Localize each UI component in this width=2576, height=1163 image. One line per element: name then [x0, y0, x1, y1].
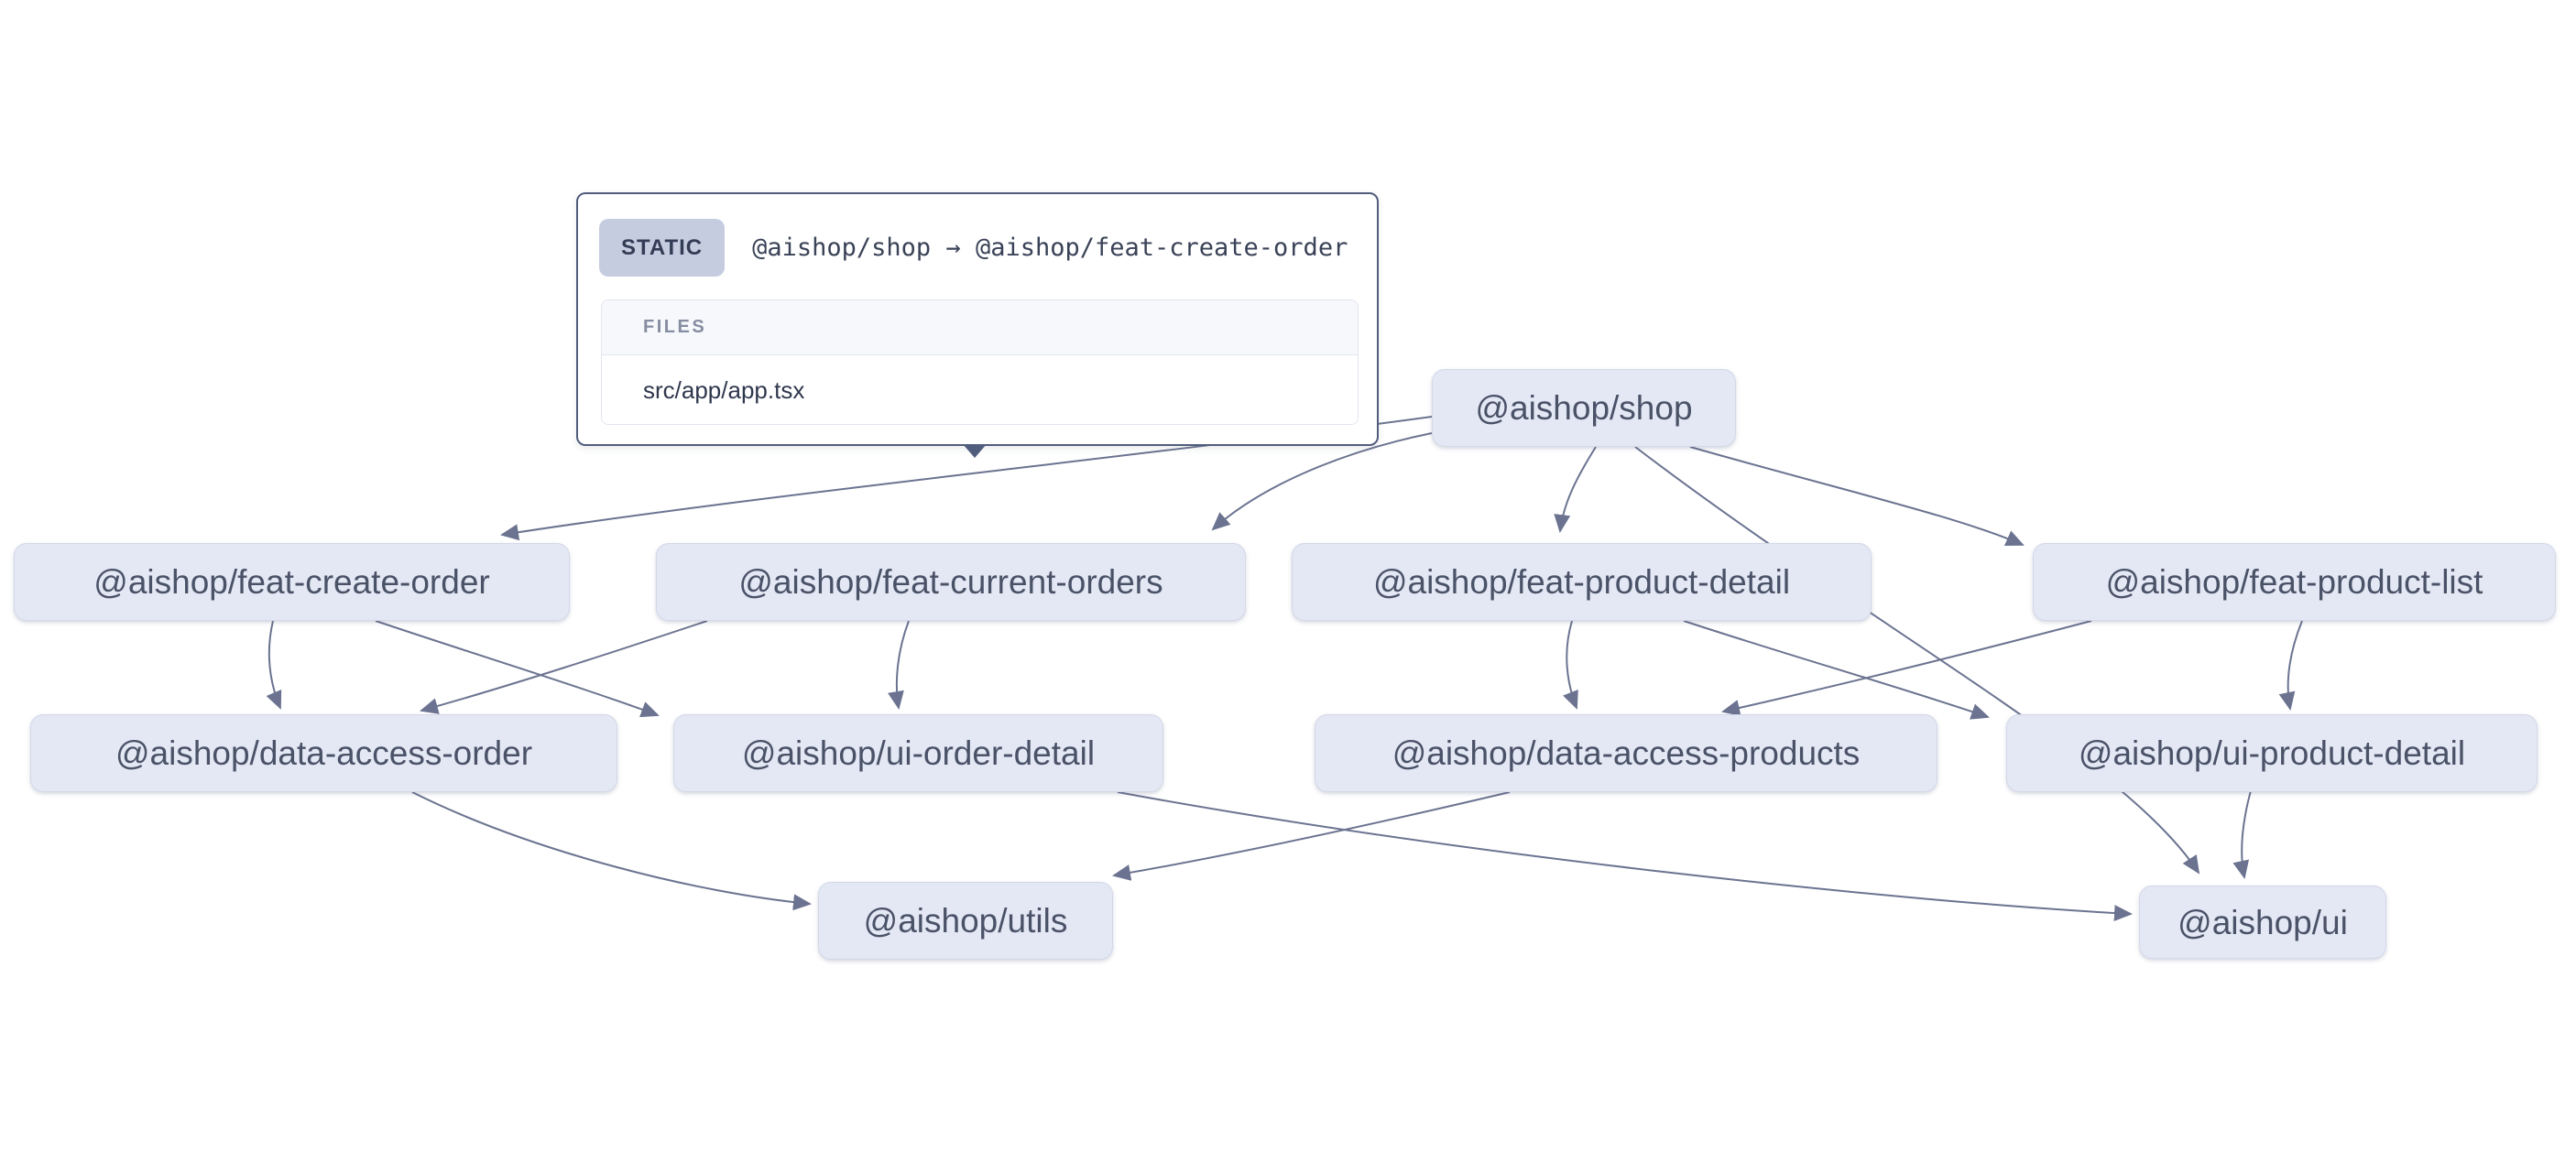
- node-ui[interactable]: @aishop/ui: [2139, 886, 2386, 959]
- edge-shop-feat-product-list[interactable]: [1689, 446, 2025, 546]
- edge-data-access-products-utils[interactable]: [1112, 791, 1511, 881]
- node-feat-product-list[interactable]: @aishop/feat-product-list: [2033, 543, 2556, 621]
- edge-feat-create-order-data-access-order[interactable]: [266, 620, 282, 710]
- files-panel: FILES src/app/app.tsx: [601, 299, 1359, 425]
- edge-feat-product-list-ui-product-detail[interactable]: [2278, 620, 2303, 711]
- edge-type-badge: STATIC: [599, 219, 726, 277]
- edge-feat-product-list-data-access-products[interactable]: [1721, 620, 2092, 716]
- tooltip-caret-icon: [963, 444, 987, 458]
- edge-feat-product-detail-ui-product-detail[interactable]: [1683, 620, 1990, 720]
- node-feat-current-orders[interactable]: @aishop/feat-current-orders: [656, 543, 1246, 621]
- node-feat-product-detail[interactable]: @aishop/feat-product-detail: [1292, 543, 1872, 621]
- files-header: FILES: [602, 300, 1358, 355]
- node-shop[interactable]: @aishop/shop: [1432, 369, 1736, 447]
- edge-shop-feat-current-orders[interactable]: [1211, 432, 1433, 531]
- edge-shop-ui[interactable]: [1634, 446, 2200, 875]
- file-row[interactable]: src/app/app.tsx: [643, 375, 805, 404]
- edge-data-access-order-utils[interactable]: [411, 791, 812, 911]
- edge-feat-current-orders-data-access-order[interactable]: [420, 620, 708, 714]
- edge-tooltip: STATIC @aishop/shop → @aishop/feat-creat…: [576, 192, 1379, 458]
- edge-feat-current-orders-ui-order-detail[interactable]: [888, 620, 910, 710]
- node-ui-product-detail[interactable]: @aishop/ui-product-detail: [2006, 714, 2538, 792]
- edge-feat-create-order-ui-order-detail[interactable]: [375, 620, 660, 718]
- node-data-access-order[interactable]: @aishop/data-access-order: [30, 714, 617, 792]
- node-utils[interactable]: @aishop/utils: [818, 882, 1113, 960]
- edge-ui-order-detail-ui[interactable]: [1117, 791, 2133, 922]
- node-data-access-products[interactable]: @aishop/data-access-products: [1315, 714, 1937, 792]
- node-feat-create-order[interactable]: @aishop/feat-create-order: [14, 543, 570, 621]
- tooltip-header: STATIC @aishop/shop → @aishop/feat-creat…: [599, 219, 1354, 277]
- edge-shop-feat-product-detail[interactable]: [1554, 446, 1597, 533]
- edge-title: @aishop/shop → @aishop/feat-create-order: [752, 234, 1348, 262]
- edge-feat-product-detail-data-access-products[interactable]: [1563, 620, 1578, 710]
- edge-ui-product-detail-ui[interactable]: [2232, 787, 2253, 879]
- node-ui-order-detail[interactable]: @aishop/ui-order-detail: [673, 714, 1163, 792]
